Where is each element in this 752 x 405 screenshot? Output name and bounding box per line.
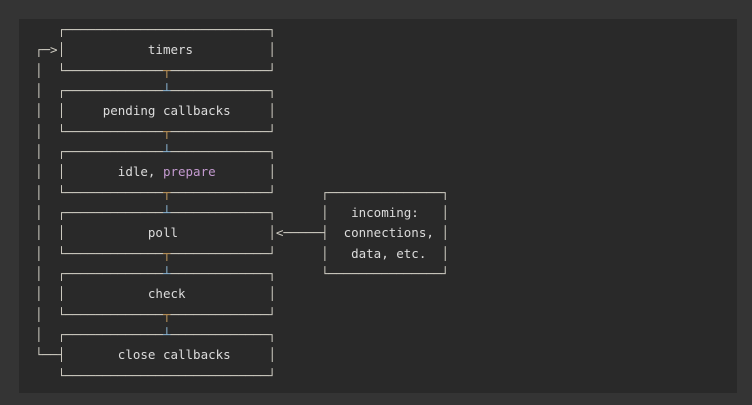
side-box-line-2: connections, (343, 225, 434, 241)
phase-check: check (147, 286, 186, 302)
phase-pending-callbacks: pending callbacks (102, 103, 231, 119)
connector-up-tick: ┴ (162, 82, 171, 98)
connector-down-tick: ┬ (162, 123, 171, 139)
connector-up-tick: ┴ (162, 204, 171, 220)
connector-down-tick: ┬ (162, 62, 171, 78)
phase-idle: idle, prepare (117, 164, 216, 180)
ascii-diagram: ┌───────────────────────────┐ ┌─>│ timer… (35, 22, 449, 383)
keyword-prepare: prepare (162, 164, 216, 180)
connector-up-tick: ┴ (162, 265, 171, 281)
connector-down-tick: ┬ (162, 306, 171, 322)
phase-timers: timers (147, 42, 194, 58)
phase-close-callbacks: close callbacks (117, 347, 231, 363)
event-loop-code-block: ┌───────────────────────────┐ ┌─>│ timer… (19, 19, 737, 393)
connector-down-tick: ┬ (162, 245, 171, 261)
side-box-line-3: data, etc. (351, 245, 427, 261)
side-box-line-1: incoming: (351, 204, 419, 220)
connector-down-tick: ┬ (162, 184, 171, 200)
connector-up-tick: ┴ (162, 143, 171, 159)
connector-up-tick: ┴ (162, 326, 171, 342)
phase-poll: poll (147, 225, 178, 241)
